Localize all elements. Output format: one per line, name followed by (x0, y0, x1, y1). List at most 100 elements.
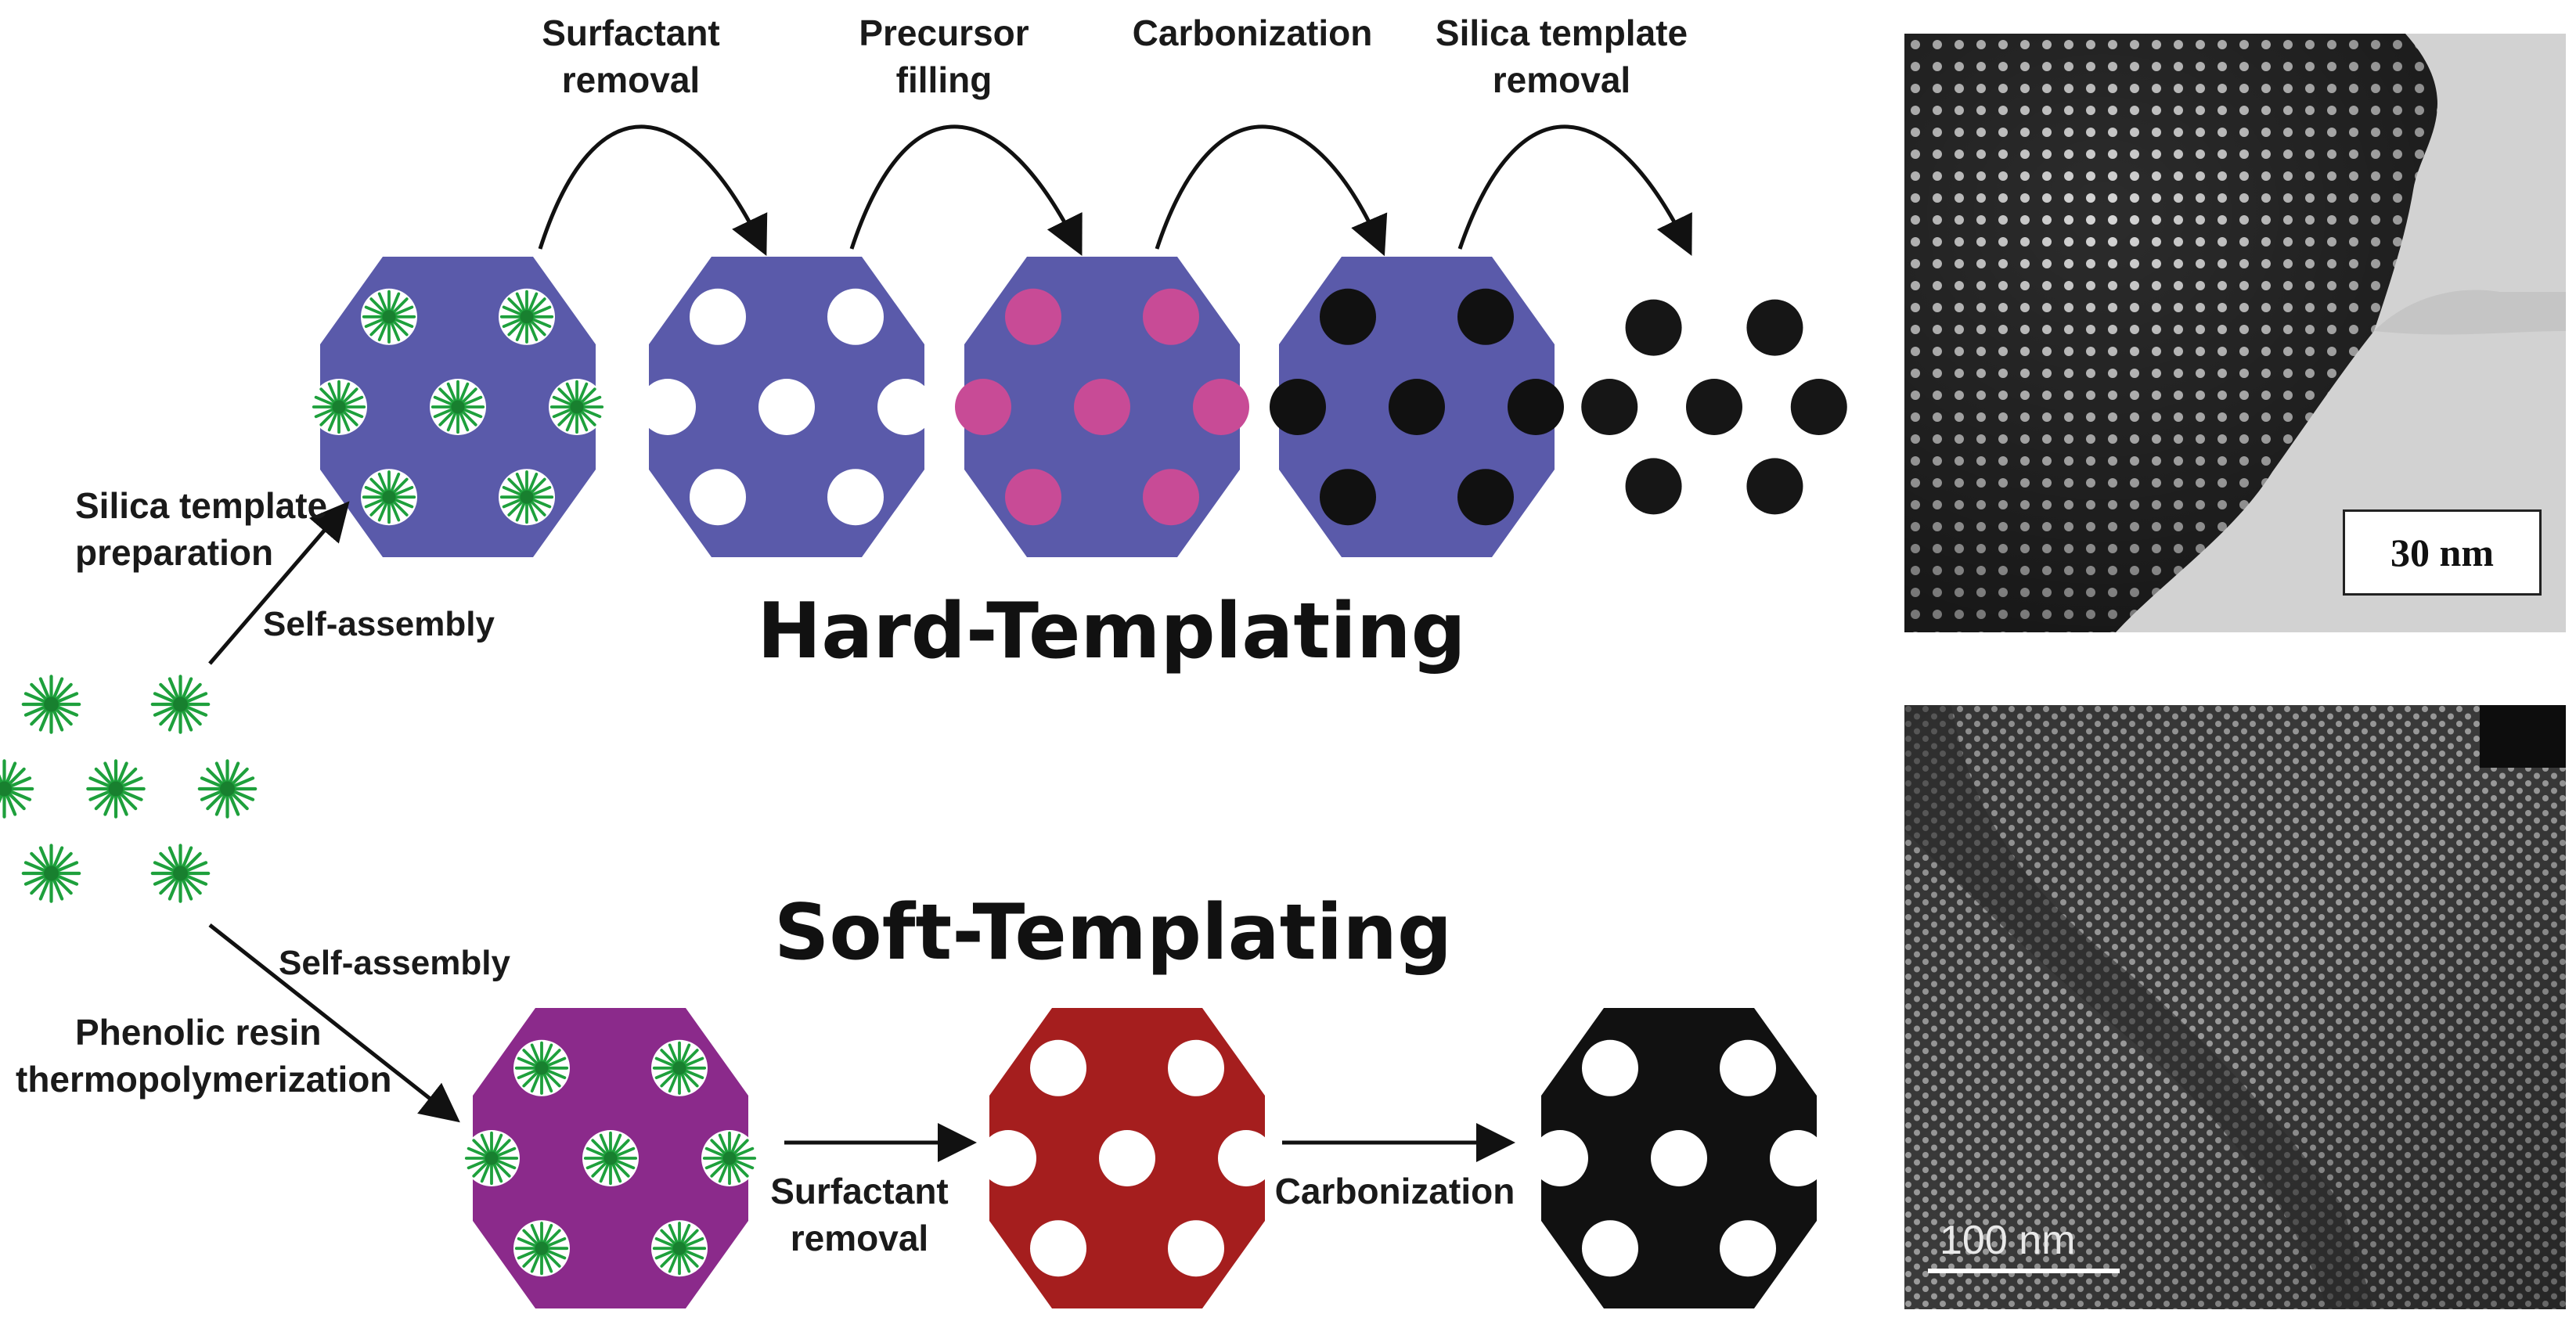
hard-carbon-replica-pore-1 (1746, 299, 1803, 356)
soft-mesoporous-polymer-pore-3 (1099, 1130, 1155, 1186)
hard-precursor-filled-pore-6 (1143, 469, 1199, 526)
hard-silica-with-micelles-micelle-1 (499, 290, 554, 344)
hard-carbon-replica-pore-6 (1746, 458, 1803, 515)
soft-resin-with-micelles (463, 1008, 758, 1308)
soft-resin-with-micelles-micelle-6 (652, 1222, 707, 1276)
step-label-2a: Precursor (859, 13, 1029, 53)
tem-micrograph-hard: 30 nm (1904, 34, 2566, 632)
soft-step-1b: removal (791, 1218, 928, 1258)
soft-resin-with-micelles-micelle-4 (702, 1131, 757, 1186)
soft-mesoporous-carbon-pore-1 (1720, 1039, 1776, 1096)
soft-mesoporous-polymer-pore-0 (1030, 1039, 1086, 1096)
hard-carbonized-pore-1 (1457, 288, 1514, 345)
soft-templating-title: Soft-Templating (774, 888, 1452, 977)
hard-carbon-replica-pore-0 (1625, 299, 1682, 356)
step-label-2b: filling (896, 59, 993, 100)
free-micelles (0, 676, 255, 901)
soft-mesoporous-carbon-pore-0 (1582, 1039, 1638, 1096)
hard-carbon-replica-pore-2 (1581, 379, 1638, 435)
free-micelle-4 (200, 761, 255, 816)
hard-mesoporous-silica-pore-3 (758, 379, 815, 435)
hard-mesoporous-silica-pore-1 (827, 288, 884, 345)
hard-carbonized-pore-2 (1270, 379, 1326, 435)
free-micelle-3 (88, 761, 143, 816)
hard-carbonized-pore-0 (1320, 288, 1376, 345)
hard-precursor-filled (955, 257, 1249, 557)
hard-mesoporous-silica-pore-5 (690, 469, 746, 526)
branch-arrow-down (208, 923, 460, 1123)
scale-label-100nm: 100 nm (1940, 1218, 2076, 1263)
free-micelle-5 (23, 845, 79, 901)
hard-precursor-filled-pore-2 (955, 379, 1011, 435)
soft-mesoporous-carbon (1532, 1008, 1826, 1308)
soft-step-2a: Carbonization (1275, 1171, 1515, 1211)
hard-templating-title: Hard-Templating (757, 587, 1466, 676)
soft-mesoporous-polymer-pore-1 (1168, 1039, 1224, 1096)
step-label-1b: removal (562, 59, 700, 100)
tem-micrograph-soft: 100 nm (1904, 705, 2566, 1309)
arrow-surfactant-removal (538, 124, 768, 257)
hard-precursor-filled-pore-1 (1143, 288, 1199, 345)
soft-resin-with-micelles-micelle-2 (464, 1131, 519, 1186)
soft-mesoporous-carbon-pore-3 (1651, 1130, 1707, 1186)
hard-silica-with-micelles-micelle-3 (431, 380, 485, 434)
soft-mesoporous-carbon-pore-5 (1582, 1220, 1638, 1277)
hard-templating-row (311, 257, 1847, 557)
soft-step-1a: Surfactant (770, 1171, 948, 1211)
arrow-precursor-filling (849, 124, 1083, 256)
step-label-1a: Surfactant (542, 13, 719, 53)
hard-mesoporous-silica-pore-4 (877, 379, 934, 435)
soft-mesoporous-carbon-pore-2 (1532, 1130, 1588, 1186)
branch-down-label-2: Phenolic resin (75, 1012, 321, 1053)
step-label-4a: Silica template (1436, 13, 1688, 53)
step-label-3a: Carbonization (1133, 13, 1373, 53)
scale-label-30nm: 30 nm (2343, 509, 2542, 596)
hard-mesoporous-silica (639, 257, 934, 557)
hard-silica-with-micelles-micelle-6 (499, 470, 554, 524)
soft-mesoporous-polymer-pore-6 (1168, 1220, 1224, 1277)
hard-carbonized-pore-4 (1508, 379, 1564, 435)
soft-mesoporous-polymer-pore-5 (1030, 1220, 1086, 1277)
hard-carbonized-pore-5 (1320, 469, 1376, 526)
free-micelle-6 (153, 845, 208, 901)
hard-precursor-filled-pore-3 (1074, 379, 1130, 435)
branch-arrow-up (208, 501, 350, 665)
arrow-carbonization (1155, 124, 1388, 257)
hard-carbon-replica-pore-3 (1686, 379, 1742, 435)
soft-resin-with-micelles-micelle-0 (514, 1041, 569, 1095)
hard-carbon-replica (1581, 299, 1847, 515)
hard-precursor-filled-pore-4 (1193, 379, 1249, 435)
soft-resin-with-micelles-micelle-1 (652, 1041, 707, 1095)
hard-carbon-replica-pore-4 (1790, 379, 1847, 435)
scale-bar-100nm (1928, 1269, 2120, 1273)
hard-step-arrows (538, 124, 1692, 257)
soft-mesoporous-polymer-pore-4 (1218, 1130, 1274, 1186)
branch-down-label-1: Self-assembly (279, 944, 510, 982)
soft-mesoporous-carbon-pore-4 (1770, 1130, 1826, 1186)
soft-mesoporous-carbon-pore-6 (1720, 1220, 1776, 1277)
branch-up-label-2: preparation (75, 532, 273, 573)
arrow-silica-removal (1457, 124, 1692, 256)
soft-mesoporous-polymer-pore-2 (980, 1130, 1036, 1186)
hard-precursor-filled-pore-5 (1005, 469, 1061, 526)
branch-up-label-1: Silica template (75, 485, 327, 526)
soft-resin-with-micelles-micelle-5 (514, 1222, 569, 1276)
hard-mesoporous-silica-pore-2 (639, 379, 696, 435)
hard-silica-with-micelles-micelle-0 (362, 290, 416, 344)
hard-carbonized-pore-3 (1389, 379, 1445, 435)
free-micelle-0 (23, 676, 79, 732)
step-label-4b: removal (1493, 59, 1630, 100)
branch-up-label-3: Self-assembly (263, 605, 495, 643)
soft-resin-with-micelles-micelle-3 (583, 1131, 638, 1186)
branch-down-label-3: thermopolymerization (16, 1059, 392, 1100)
hard-carbon-replica-pore-5 (1625, 458, 1682, 515)
soft-mesoporous-polymer (980, 1008, 1274, 1308)
hard-silica-with-micelles-micelle-2 (312, 380, 366, 434)
hard-silica-with-micelles-micelle-5 (362, 470, 416, 524)
free-micelle-2 (0, 761, 32, 816)
soft-templating-row (463, 1008, 1826, 1308)
hard-carbonized (1270, 257, 1564, 557)
free-micelle-1 (153, 676, 208, 732)
hard-mesoporous-silica-pore-0 (690, 288, 746, 345)
